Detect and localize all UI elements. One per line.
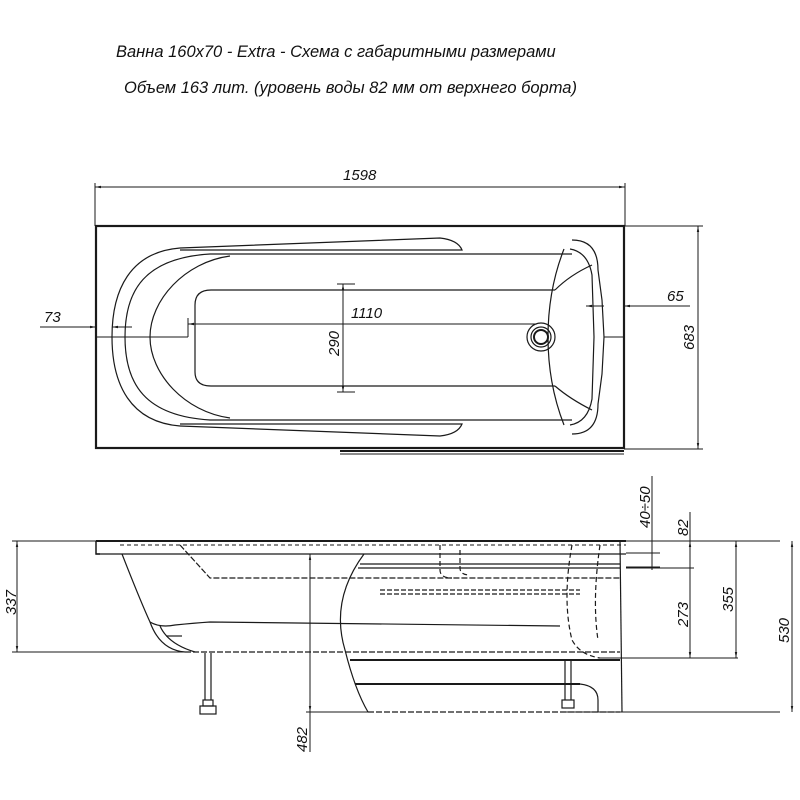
dim-inner-width: 290 (326, 330, 343, 357)
dim-right-offset: 65 (667, 288, 684, 305)
side-view (12, 476, 794, 752)
dim-overflow-range: 40÷50 (637, 486, 654, 528)
drawing-title: Ванна 160x70 - Extra - Схема с габаритны… (116, 43, 556, 61)
dim-inner-depth: 355 (720, 586, 737, 612)
dim-overall-length: 1598 (343, 167, 377, 184)
dim-total-height: 530 (776, 617, 793, 643)
dim-leg-position: 482 (294, 726, 311, 752)
dim-overall-width: 683 (681, 324, 698, 350)
dim-inner-length: 1110 (351, 305, 383, 322)
dim-water-depth: 273 (675, 601, 692, 628)
dim-water-level: 82 (675, 519, 692, 536)
dim-left-depth: 337 (3, 589, 20, 615)
dim-left-offset: 73 (44, 309, 61, 326)
drawing-subtitle: Объем 163 лит. (уровень воды 82 мм от ве… (124, 79, 577, 97)
top-view (40, 183, 703, 455)
